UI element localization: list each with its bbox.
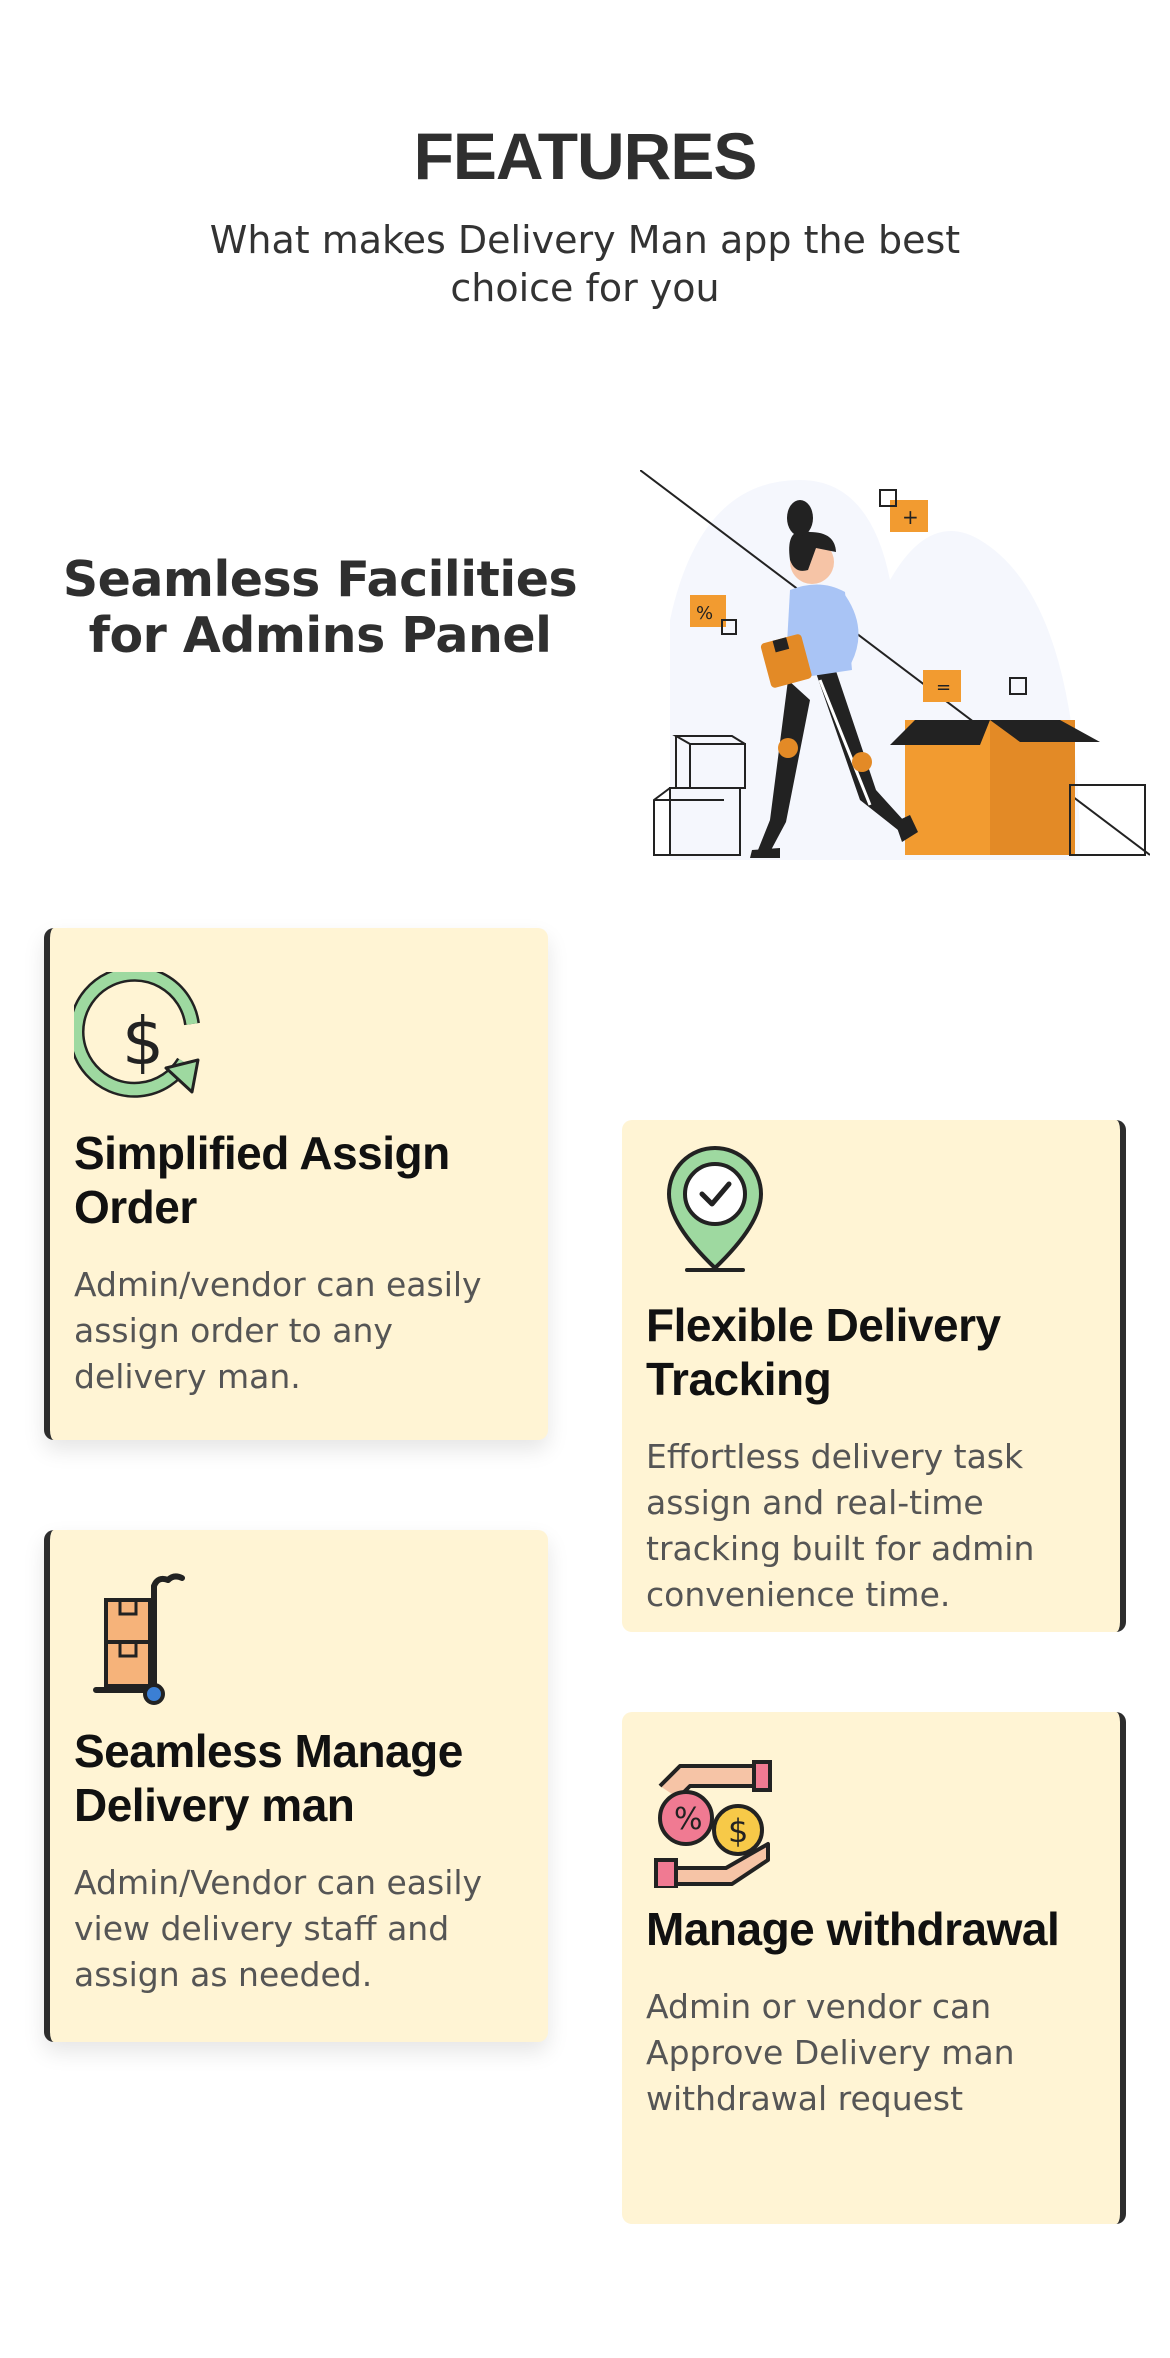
feature-card-manage-withdrawal: % $ Manage withdrawal Admin or vendor ca…	[622, 1712, 1126, 2224]
location-check-icon	[662, 1142, 1096, 1276]
page-subtitle: What makes Delivery Man app the best cho…	[209, 218, 961, 310]
feature-description: Admin or vendor can Approve Delivery man…	[646, 1987, 1015, 2118]
hero-title: Seamless Facilities for Admins Panel	[62, 551, 578, 664]
dollar-cycle-icon: $	[74, 972, 524, 1104]
svg-text:$: $	[728, 1812, 748, 1850]
feature-card-assign-order: $ Simplified Assign Order Admin/vendor c…	[44, 928, 548, 1440]
feature-description: Admin/vendor can easily assign order to …	[74, 1265, 482, 1396]
feature-title: Seamless Manage Delivery man	[74, 1725, 463, 1831]
svg-text:$: $	[122, 1003, 164, 1080]
feature-card-delivery-tracking: Flexible Delivery Tracking Effortless de…	[622, 1120, 1126, 1632]
feature-card-manage-delivery-man: Seamless Manage Delivery man Admin/Vendo…	[44, 1530, 548, 2042]
feature-title: Flexible Delivery Tracking	[646, 1299, 1001, 1405]
feature-description: Effortless delivery task assign and real…	[646, 1437, 1035, 1614]
svg-text:+: +	[902, 505, 919, 529]
withdrawal-hands-icon: % $	[650, 1756, 1096, 1888]
svg-text:%: %	[696, 603, 713, 624]
page-title: FEATURES	[413, 119, 758, 193]
feature-description: Admin/Vendor can easily view delivery st…	[74, 1863, 483, 1994]
feature-title: Simplified Assign Order	[74, 1127, 450, 1233]
delivery-person-illustration: + % =	[639, 469, 1151, 870]
features-header: FEATURES What makes Delivery Man app the…	[0, 118, 1170, 312]
svg-text:=: =	[936, 677, 951, 698]
feature-title: Manage withdrawal	[646, 1903, 1060, 1955]
svg-text:%: %	[674, 1802, 703, 1837]
hand-truck-icon	[88, 1572, 524, 1706]
